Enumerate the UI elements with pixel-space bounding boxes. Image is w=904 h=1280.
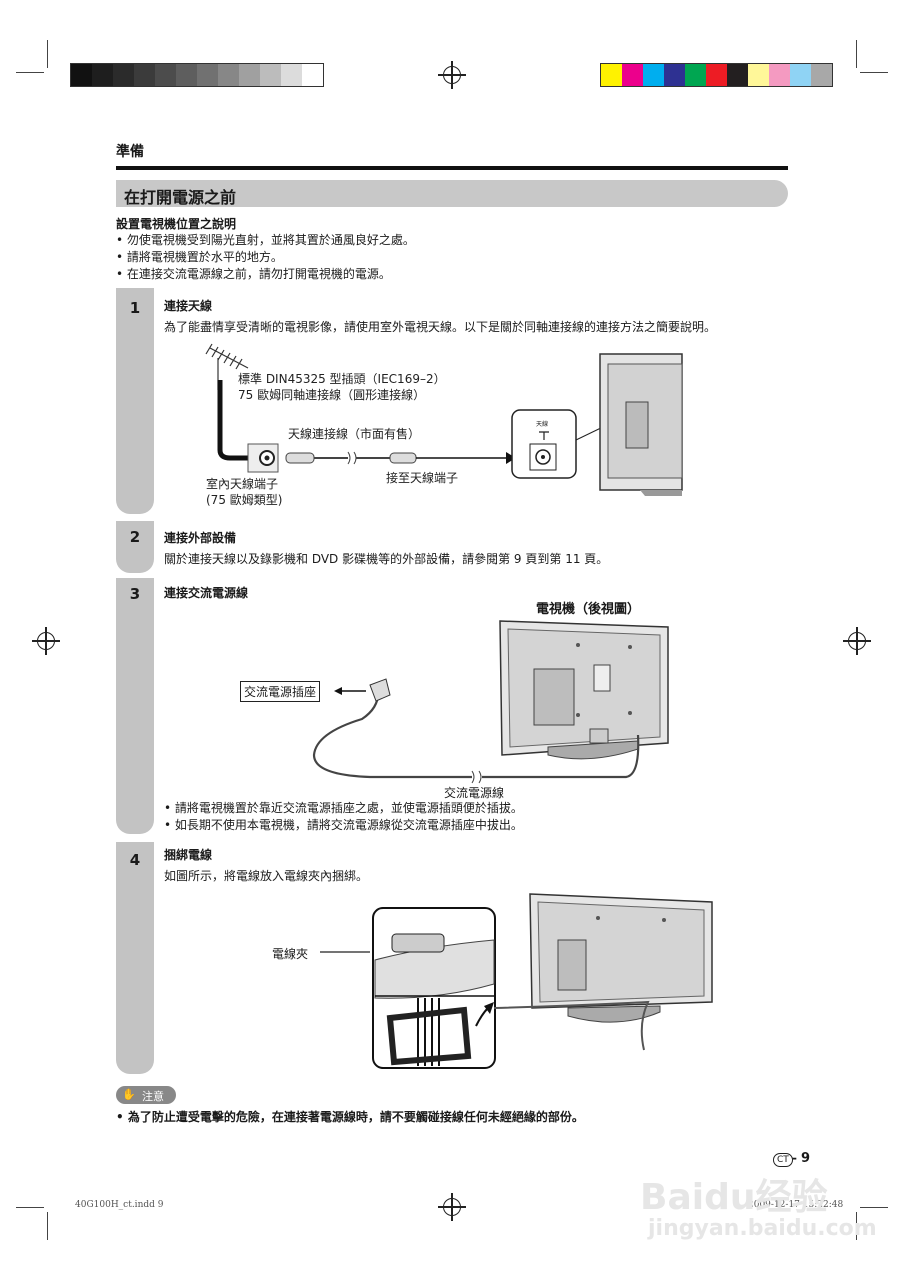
step-1-text: 為了能盡情享受清晰的電視影像，請使用室外電視天線。以下是關於同軸連接線的連接方法…: [164, 320, 717, 334]
language-badge: CT: [773, 1153, 793, 1167]
color-swatch: [197, 64, 218, 86]
list-item: • 在連接交流電源線之前，請勿打開電視機的電源。: [116, 267, 391, 281]
color-swatch: [281, 64, 302, 86]
svg-text:天線: 天線: [536, 420, 548, 428]
list-item: • 勿使電視機受到陽光直射，並將其置於通風良好之處。: [116, 233, 415, 247]
power-plug-icon: [369, 678, 391, 702]
svg-text:標準 DIN45325 型插頭（IEC169–2）: 標準 DIN45325 型插頭（IEC169–2）: [238, 371, 446, 386]
svg-text:75 歐姆同軸連接線（圓形連接線）: 75 歐姆同軸連接線（圓形連接線）: [238, 387, 425, 402]
header-rule: [116, 166, 788, 170]
crop-mark: [47, 1212, 48, 1240]
list-item: • 請將電視機置於水平的地方。: [116, 250, 283, 264]
step-4-bar: [116, 842, 154, 1074]
list-item: • 如長期不使用本電視機，請將交流電源線從交流電源插座中拔出。: [164, 818, 523, 832]
intro-title: 設置電視機位置之說明: [116, 217, 237, 231]
step-3-title: 連接交流電源線: [164, 586, 249, 600]
color-swatch: [176, 64, 197, 86]
registration-mark-icon: [438, 61, 466, 89]
color-swatch: [727, 64, 748, 86]
cable-clip-diagram: [320, 893, 713, 1069]
color-swatch: [811, 64, 832, 86]
registration-mark-icon: [32, 627, 60, 655]
power-cord-diagram: [312, 620, 669, 784]
color-swatch: [71, 64, 92, 86]
color-swatch: [622, 64, 643, 86]
svg-text:室內天線端子: 室內天線端子: [206, 476, 278, 491]
tv-rear-icon: [529, 893, 713, 1023]
color-swatch: [601, 64, 622, 86]
crop-mark: [860, 72, 888, 73]
color-swatch: [302, 64, 323, 86]
power-cord: [312, 688, 640, 779]
watermark-url: jingyan.baidu.com: [648, 1216, 877, 1241]
step-3-bar: [116, 578, 154, 834]
color-swatch: [113, 64, 134, 86]
step-4-title: 捆綁電線: [164, 848, 213, 862]
caution-label: 注意: [142, 1090, 164, 1103]
step-2-number: 2: [129, 528, 141, 546]
color-swatch: [664, 64, 685, 86]
gray-color-bar: [70, 63, 324, 87]
footer-file: 40G100H_ct.indd 9: [75, 1200, 164, 1210]
list-item: • 請將電視機置於靠近交流電源插座之處，並使電源插頭便於插拔。: [164, 801, 523, 815]
step-3-number: 3: [129, 585, 141, 603]
page-title: 在打開電源之前: [124, 188, 237, 207]
step-2-bar: [116, 521, 154, 573]
crop-mark: [16, 72, 44, 73]
color-swatch: [218, 64, 239, 86]
watermark-brand: Baidu经验: [640, 1177, 828, 1218]
step-2-text: 關於連接天線以及錄影機和 DVD 影碟機等的外部設備，請參閱第 9 頁到第 11…: [164, 552, 609, 566]
svg-text:天線連接線（市面有售）: 天線連接線（市面有售）: [288, 426, 420, 441]
title-banner: 在打開電源之前: [116, 180, 788, 207]
registration-mark-icon: [438, 1193, 466, 1221]
color-swatch: [706, 64, 727, 86]
footer-date: 2009-12-17 15:22:48: [748, 1200, 844, 1210]
color-swatch: [239, 64, 260, 86]
tv-rear-icon: [499, 620, 669, 760]
section-label: 準備: [116, 144, 144, 160]
step-4-number: 4: [129, 851, 141, 869]
caution-text: • 為了防止遭受電擊的危險，在連接著電源線時，請不要觸碰接線任何未經絕緣的部份。: [116, 1110, 584, 1124]
step-1-number: 1: [129, 299, 141, 317]
color-swatch: [260, 64, 281, 86]
antenna-connection-diagram: 天線 標準 DIN45325 型插頭（IEC169–2） 75 歐姆同軸連接線（…: [205, 343, 683, 507]
color-swatch: [92, 64, 113, 86]
clip-label: 電線夾: [272, 947, 309, 961]
page-number: 9: [801, 1151, 811, 1166]
outlet-label: 交流電源插座: [240, 681, 321, 702]
crop-mark: [856, 40, 857, 68]
step-1-title: 連接天線: [164, 299, 213, 313]
registration-mark-icon: [843, 627, 871, 655]
page-separator: -: [792, 1151, 797, 1165]
antenna-cable: [217, 380, 252, 461]
tv-rear-caption: 電視機（後視圖）: [536, 602, 641, 617]
step-1-bar: [116, 288, 154, 514]
crop-mark: [860, 1207, 888, 1208]
color-swatch: [134, 64, 155, 86]
step-4-text: 如圖所示，將電線放入電線夾內捆綁。: [164, 869, 369, 883]
color-swatch: [790, 64, 811, 86]
color-swatch: [685, 64, 706, 86]
crop-mark: [47, 40, 48, 68]
color-swatch: [643, 64, 664, 86]
step-2-title: 連接外部設備: [164, 531, 237, 545]
coax-plug-icon: [285, 452, 315, 464]
step-3-bullets: • 請將電視機置於靠近交流電源插座之處，並使電源插頭便於插拔。 • 如長期不使用…: [164, 800, 523, 834]
intro-bullet-list: • 勿使電視機受到陽光直射，並將其置於通風良好之處。 • 請將電視機置於水平的地…: [116, 232, 415, 283]
caution-badge: ✋ 注意: [116, 1086, 176, 1104]
svg-text:(75 歐姆類型): (75 歐姆類型): [206, 492, 282, 507]
hand-icon: ✋: [122, 1088, 136, 1101]
bundled-cables: [493, 1000, 650, 1051]
process-color-bar: [600, 63, 833, 87]
crop-mark: [856, 1212, 857, 1240]
color-swatch: [769, 64, 790, 86]
cord-label: 交流電源線: [444, 786, 505, 800]
color-swatch: [155, 64, 176, 86]
coax-plug-icon: [389, 452, 417, 464]
cable-clip-icon: [391, 933, 445, 953]
svg-text:接至天線端子: 接至天線端子: [386, 470, 458, 485]
crop-mark: [16, 1207, 44, 1208]
color-swatch: [748, 64, 769, 86]
